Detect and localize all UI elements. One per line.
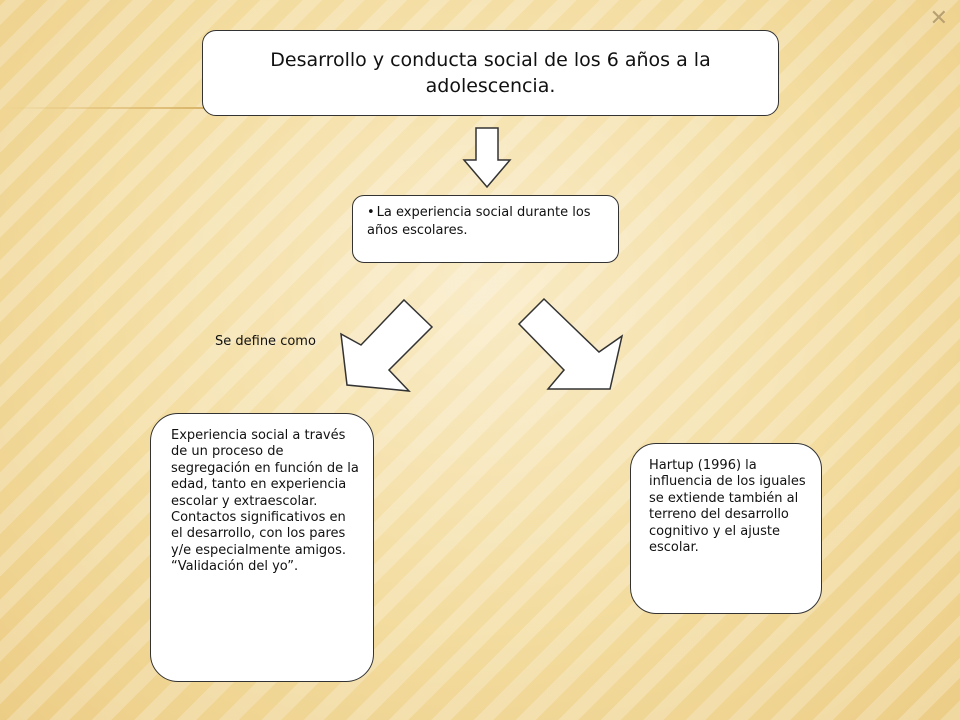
decorative-line (0, 107, 205, 109)
bullet-point: • (367, 205, 375, 220)
definition-text: Experiencia social a través de un proces… (171, 428, 359, 575)
definition-box: Experiencia social a través de un proces… (150, 413, 374, 682)
title-text: Desarrollo y conducta social de los 6 añ… (270, 49, 711, 97)
subtitle-box: •La experiencia social durante los años … (352, 195, 619, 263)
corner-close-mark: ✕ (929, 6, 948, 31)
subtitle-text: La experiencia social durante los años e… (367, 205, 591, 238)
hartup-text: Hartup (1996) la influencia de los igual… (649, 458, 806, 556)
hartup-box: Hartup (1996) la influencia de los igual… (630, 443, 822, 614)
down-arrow (462, 127, 512, 189)
title-box: Desarrollo y conducta social de los 6 añ… (202, 30, 779, 116)
right-down-arrow (517, 297, 624, 390)
define-label: Se define como (215, 334, 316, 349)
left-down-arrow (340, 298, 434, 392)
